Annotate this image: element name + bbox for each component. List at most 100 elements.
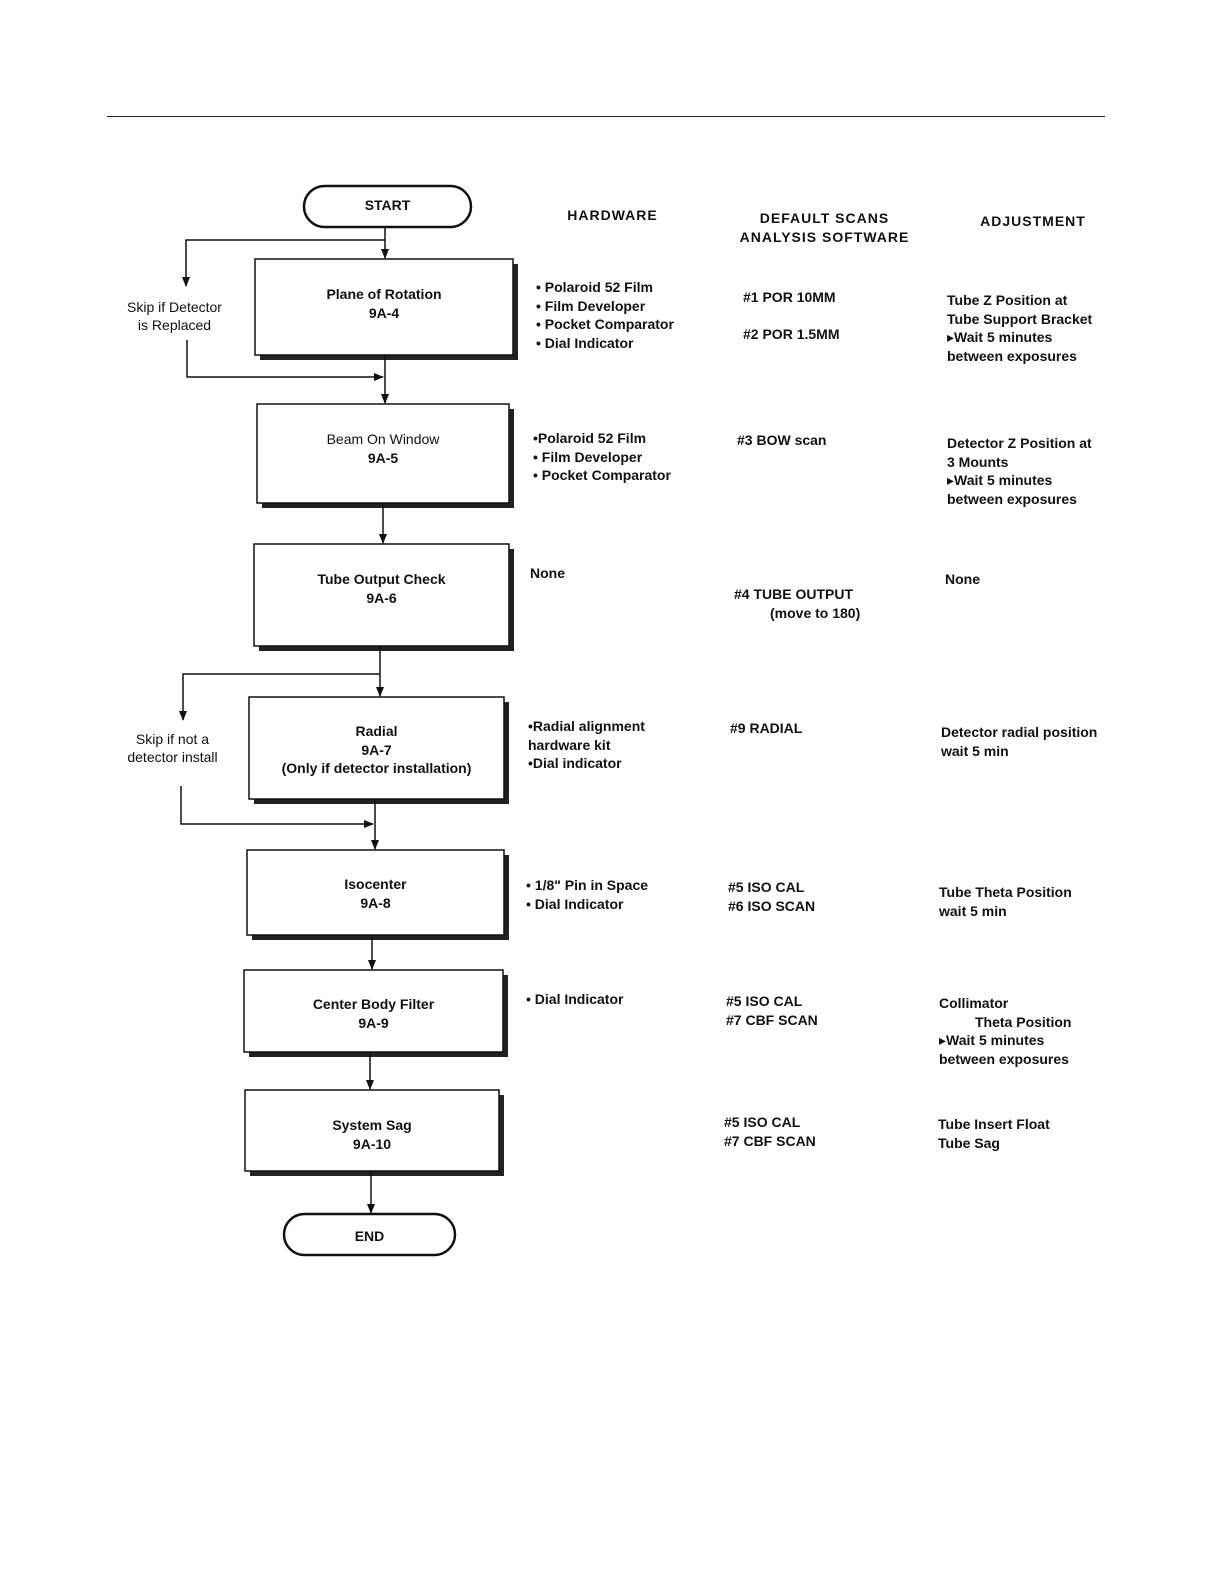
adjustment-6-line-1: Collimator bbox=[939, 995, 1009, 1011]
adjustment-4-line-1: Detector radial position bbox=[941, 724, 1098, 740]
scan-list-3: #4 TUBE OUTPUT (move to 180) bbox=[734, 585, 860, 622]
scan-list-7: #5 ISO CAL #7 CBF SCAN bbox=[724, 1113, 816, 1150]
adjustment-list-6: Collimator Theta Position ▸Wait 5 minute… bbox=[939, 994, 1071, 1068]
skip-loop-1-bottom bbox=[186, 340, 384, 381]
scan-list-5: #5 ISO CAL #6 ISO SCAN bbox=[728, 878, 815, 915]
step-3-ref: 9A-6 bbox=[366, 589, 397, 606]
step-box-tube-output bbox=[253, 543, 514, 651]
hardware-4-item-3: •Dial indicator bbox=[528, 755, 622, 771]
adjustment-3-line-1: None bbox=[945, 571, 980, 587]
scan-5-item-1: #5 ISO CAL bbox=[728, 879, 805, 895]
step-2-ref: 9A-5 bbox=[367, 449, 399, 466]
scan-list-4: #9 RADIAL bbox=[730, 719, 802, 738]
adjustment-7-line-1: Tube Insert Float bbox=[938, 1116, 1050, 1132]
hardware-5-item-1: • 1/8" Pin in Space bbox=[526, 877, 649, 893]
step-label-center-body-filter: Center Body Filter 9A-9 bbox=[244, 995, 503, 1032]
step-label-isocenter: Isocenter 9A-8 bbox=[247, 875, 504, 912]
scan-list-6: #5 ISO CAL #7 CBF SCAN bbox=[726, 992, 818, 1029]
step-label-system-sag: System Sag 9A-10 bbox=[245, 1116, 499, 1153]
step-4-title: Radial bbox=[355, 723, 398, 739]
hardware-6-item-1: • Dial Indicator bbox=[526, 991, 624, 1007]
step-label-tube-output: Tube Output Check 9A-6 bbox=[254, 570, 509, 607]
scan-6-item-2: #7 CBF SCAN bbox=[726, 1011, 818, 1028]
hardware-list-1: • Polaroid 52 Film • Film Developer • Po… bbox=[536, 278, 674, 352]
skip-loop-1-top bbox=[182, 239, 385, 287]
adjustment-5-line-2: wait 5 min bbox=[939, 902, 1007, 919]
skip-note-1-line-2: is Replaced bbox=[137, 317, 212, 333]
hardware-1-item-2: • Film Developer bbox=[536, 297, 646, 314]
step-5-ref: 9A-8 bbox=[360, 894, 391, 911]
adjustment-list-7: Tube Insert Float Tube Sag bbox=[938, 1115, 1050, 1152]
hardware-5-item-2: • Dial Indicator bbox=[526, 895, 624, 912]
adjustment-list-1: Tube Z Position at Tube Support Bracket … bbox=[947, 291, 1092, 365]
step-6-title: Center Body Filter bbox=[312, 996, 435, 1012]
step-label-radial: Radial 9A-7 (Only if detector installati… bbox=[249, 722, 504, 778]
scan-list-2: #3 BOW scan bbox=[737, 431, 826, 450]
hardware-list-2: •Polaroid 52 Film • Film Developer • Poc… bbox=[533, 429, 671, 485]
adjustment-4-line-2: wait 5 min bbox=[941, 742, 1009, 759]
scan-3-item-2: (move to 180) bbox=[770, 604, 861, 621]
step-1-ref: 9A-4 bbox=[368, 304, 400, 321]
skip-note-2: Skip if not a detector install bbox=[100, 730, 245, 766]
step-box-beam-on-window bbox=[256, 403, 514, 508]
hardware-list-6: • Dial Indicator bbox=[526, 990, 623, 1009]
step-label-plane-of-rotation: Plane of Rotation 9A-4 bbox=[255, 285, 513, 322]
scan-4-item-1: #9 RADIAL bbox=[730, 720, 803, 736]
adjustment-2-line-1: Detector Z Position at bbox=[947, 435, 1092, 451]
hardware-list-3: None bbox=[530, 564, 565, 583]
hardware-1-item-4: • Dial Indicator bbox=[536, 334, 634, 351]
start-label: START bbox=[364, 197, 411, 213]
adjustment-1-line-3: ▸Wait 5 minutes bbox=[947, 329, 1053, 345]
end-label: END bbox=[354, 1228, 385, 1244]
step-box-plane-of-rotation bbox=[254, 258, 518, 360]
step-4-note: (Only if detector installation) bbox=[281, 760, 472, 776]
adjustment-2-line-4: between exposures bbox=[947, 490, 1077, 507]
hardware-2-item-3: • Pocket Comparator bbox=[533, 467, 671, 483]
step-2-title: Beam On Window bbox=[326, 431, 440, 447]
skip-note-1: Skip if Detector is Replaced bbox=[102, 298, 247, 334]
top-rule bbox=[107, 116, 1105, 117]
scan-7-item-2: #7 CBF SCAN bbox=[724, 1132, 816, 1149]
step-5-title: Isocenter bbox=[344, 876, 407, 892]
hardware-list-4: •Radial alignment hardware kit •Dial ind… bbox=[528, 717, 645, 773]
scan-1-item-1: #1 POR 10MM bbox=[743, 289, 836, 305]
step-box-isocenter bbox=[246, 849, 509, 940]
step-6-ref: 9A-9 bbox=[358, 1014, 389, 1031]
adjustment-list-4: Detector radial position wait 5 min bbox=[941, 723, 1097, 760]
end-terminal bbox=[282, 1212, 457, 1257]
header-default-scans-line-1: DEFAULT SCANS bbox=[759, 210, 890, 226]
scan-list-1: #1 POR 10MM #2 POR 1.5MM bbox=[743, 288, 839, 344]
step-box-radial bbox=[248, 696, 509, 804]
scan-1-spacer bbox=[743, 307, 839, 326]
hardware-2-item-1: •Polaroid 52 Film bbox=[533, 430, 647, 446]
adjustment-list-5: Tube Theta Position wait 5 min bbox=[939, 883, 1072, 920]
hardware-2-item-2: • Film Developer bbox=[533, 448, 643, 465]
step-label-beam-on-window: Beam On Window 9A-5 bbox=[257, 430, 509, 467]
adjustment-2-line-2: 3 Mounts bbox=[947, 453, 1009, 470]
adjustment-list-2: Detector Z Position at 3 Mounts ▸Wait 5 … bbox=[947, 434, 1092, 508]
skip-loop-2-top bbox=[179, 673, 380, 721]
hardware-4-item-2: hardware kit bbox=[528, 736, 611, 753]
adjustment-6-line-3: ▸Wait 5 minutes bbox=[939, 1032, 1045, 1048]
adjustment-list-3: None bbox=[945, 570, 980, 589]
adjustment-6-line-4: between exposures bbox=[939, 1050, 1069, 1067]
adjustment-2-line-3: ▸Wait 5 minutes bbox=[947, 472, 1053, 488]
hardware-list-5: • 1/8" Pin in Space • Dial Indicator bbox=[526, 876, 648, 913]
scan-7-item-1: #5 ISO CAL bbox=[724, 1114, 801, 1130]
step-7-title: System Sag bbox=[332, 1117, 412, 1133]
adjustment-5-line-1: Tube Theta Position bbox=[939, 884, 1072, 900]
step-7-ref: 9A-10 bbox=[352, 1135, 392, 1152]
header-hardware: HARDWARE bbox=[567, 207, 658, 223]
skip-note-2-line-2: detector install bbox=[127, 749, 218, 765]
step-4-ref: 9A-7 bbox=[361, 741, 392, 758]
start-terminal bbox=[302, 184, 473, 229]
scan-1-item-2: #2 POR 1.5MM bbox=[743, 326, 840, 342]
adjustment-7-line-2: Tube Sag bbox=[938, 1134, 1000, 1151]
adjustment-1-line-1: Tube Z Position at bbox=[947, 292, 1068, 308]
adjustment-1-line-2: Tube Support Bracket bbox=[947, 310, 1093, 327]
step-box-center-body-filter bbox=[243, 969, 508, 1057]
header-adjustment: ADJUSTMENT bbox=[980, 213, 1086, 229]
scan-3-item-1: #4 TUBE OUTPUT bbox=[734, 586, 854, 602]
header-default-scans-line-2: ANALYSIS SOFTWARE bbox=[739, 229, 910, 245]
